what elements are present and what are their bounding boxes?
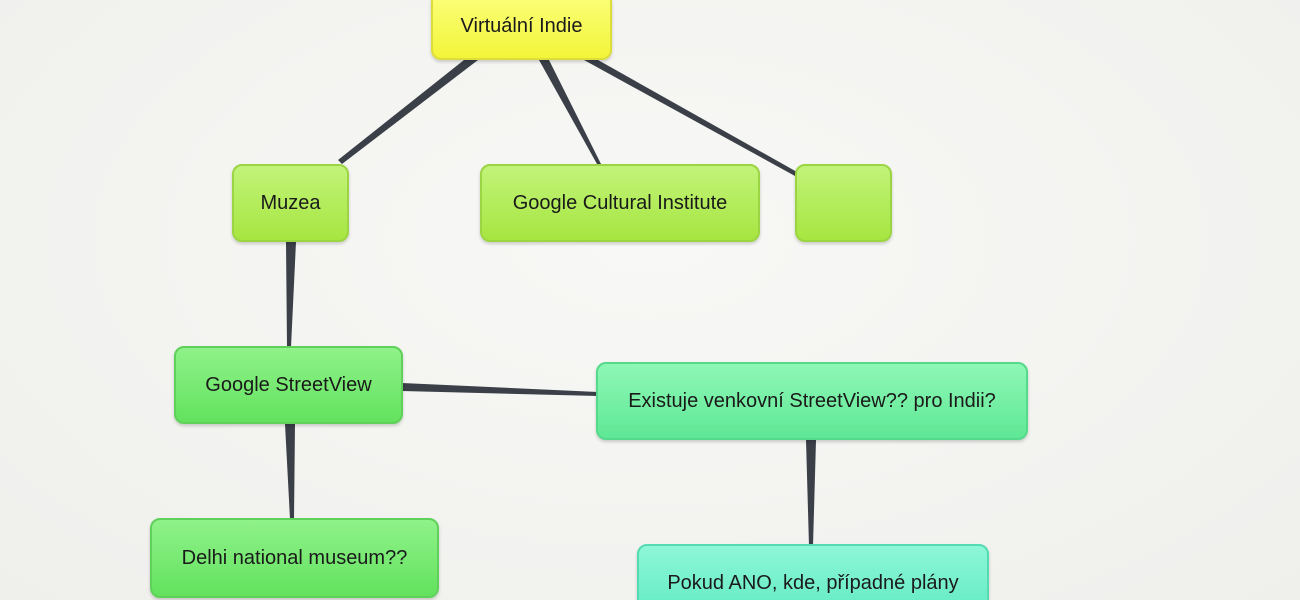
edge-virtualni-indie-muzea (338, 60, 478, 164)
edge-virtualni-indie-cultural (539, 60, 601, 164)
edge-muzea-streetview (286, 242, 296, 347)
node-label: Existuje venkovní StreetView?? pro Indii… (628, 389, 996, 412)
node-virtualni-indie[interactable]: Virtuální Indie (431, 0, 612, 60)
node-google-streetview[interactable]: Google StreetView (174, 346, 403, 424)
edge-streetview-existuje (402, 383, 598, 396)
node-pokud-ano[interactable]: Pokud ANO, kde, případné plány (637, 544, 989, 600)
edge-existuje-pokud (806, 440, 816, 546)
node-empty[interactable] (795, 164, 892, 242)
node-muzea[interactable]: Muzea (232, 164, 349, 242)
node-label: Muzea (260, 191, 321, 214)
node-label: Virtuální Indie (460, 14, 583, 37)
node-label: Pokud ANO, kde, případné plány (667, 572, 959, 594)
node-label: Delhi national museum?? (181, 546, 408, 569)
node-delhi-national-museum[interactable]: Delhi national museum?? (150, 518, 439, 598)
node-google-cultural-institute[interactable]: Google Cultural Institute (480, 164, 760, 242)
node-existuje-venkovni-streetview[interactable]: Existuje venkovní StreetView?? pro Indii… (596, 362, 1028, 440)
edge-streetview-delhi (285, 424, 295, 519)
node-label: Google Cultural Institute (512, 191, 728, 214)
node-label: Google StreetView (205, 373, 372, 396)
edge-virtualni-indie-empty (584, 60, 797, 176)
